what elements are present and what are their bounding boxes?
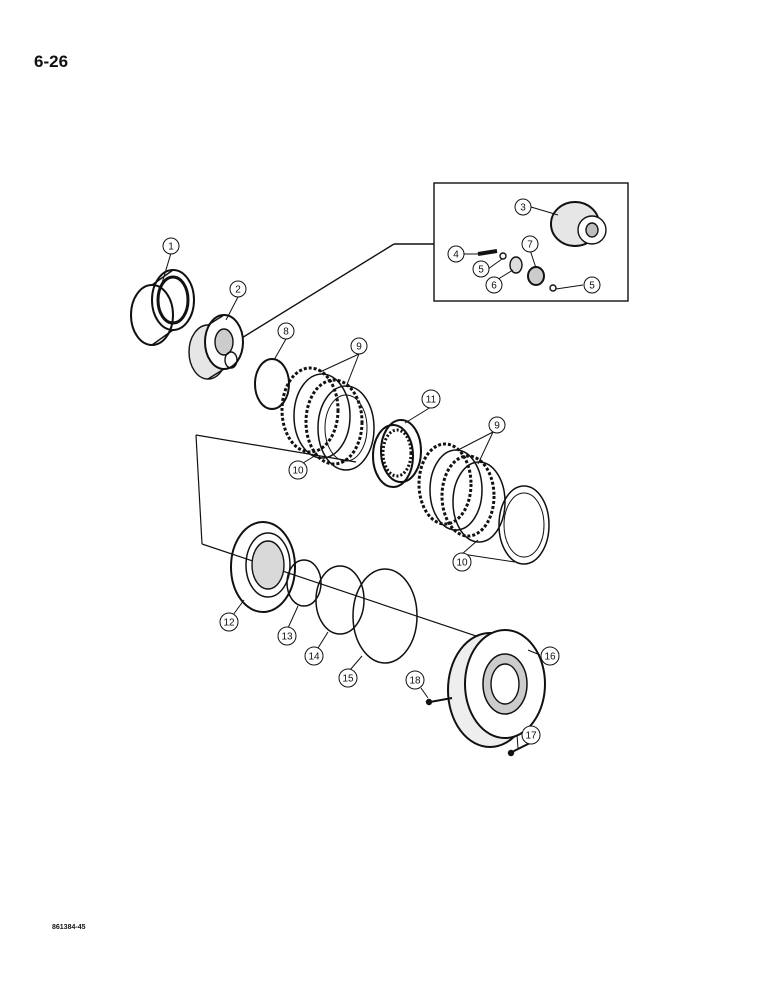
page-number: 6-26	[34, 52, 69, 71]
part-snap-ring	[254, 358, 290, 410]
callout-5-left: 5	[472, 260, 490, 278]
callout-10-rear: 10	[452, 552, 472, 572]
detail-inset-box	[433, 182, 629, 302]
callout-label: 2	[235, 285, 241, 296]
callout-15: 15	[338, 668, 358, 688]
part-seal-medium	[315, 565, 365, 635]
clutch-pack-rear	[417, 442, 550, 565]
callout-2: 2	[229, 280, 247, 298]
part-piston-plate	[230, 521, 296, 613]
callout-17: 17	[521, 725, 541, 745]
part-washer	[499, 252, 507, 260]
part-seal-large	[352, 568, 418, 664]
callout-10-front: 10	[288, 460, 308, 480]
part-carrier-detail	[550, 201, 607, 247]
callout-label: 9	[356, 342, 362, 353]
callout-label: 6	[491, 281, 497, 292]
callout-leaders	[159, 206, 584, 749]
callout-label: 14	[308, 652, 320, 663]
part-screw-18	[429, 697, 453, 703]
callout-label: 10	[456, 558, 468, 569]
callout-7: 7	[521, 235, 539, 253]
part-clutch-hub	[372, 419, 422, 488]
part-ring-gear	[130, 269, 195, 346]
callout-label: 8	[283, 327, 289, 338]
callout-11: 11	[421, 389, 441, 409]
callout-6: 6	[485, 276, 503, 294]
callout-label: 4	[453, 250, 459, 261]
callout-label: 17	[525, 731, 537, 742]
callout-8: 8	[277, 322, 295, 340]
callout-14: 14	[304, 646, 324, 666]
callout-label: 16	[544, 652, 556, 663]
assembly-outline	[195, 434, 357, 463]
callout-bubbles: 1 2 3 4 5 5 6 7 8 9 9 10 10 11 12 13 14 …	[162, 198, 601, 745]
clutch-pack-front	[280, 366, 375, 471]
drawing-reference-code: 861384-45	[52, 924, 86, 931]
callout-label: 11	[426, 395, 437, 406]
callout-5-right: 5	[583, 276, 601, 294]
part-bearing	[509, 256, 523, 274]
callout-label: 12	[223, 618, 235, 629]
callout-13: 13	[277, 626, 297, 646]
callout-9-front: 9	[350, 337, 368, 355]
callout-12: 12	[219, 612, 239, 632]
part-planet-gear	[527, 266, 545, 286]
part-pin	[477, 249, 498, 256]
callout-4: 4	[447, 245, 465, 263]
callout-label: 5	[589, 281, 595, 292]
callout-label: 7	[527, 240, 533, 251]
callout-18: 18	[405, 670, 425, 690]
part-piston-housing	[447, 629, 546, 748]
part-seal-small	[286, 559, 322, 607]
callout-label: 3	[520, 203, 526, 214]
callout-label: 13	[281, 632, 293, 643]
part-planet-carrier	[188, 314, 244, 380]
callout-3: 3	[514, 198, 532, 216]
callout-9-rear: 9	[488, 416, 506, 434]
part-washer	[549, 284, 557, 292]
callout-label: 5	[478, 265, 484, 276]
callout-label: 18	[409, 676, 421, 687]
callout-16: 16	[540, 646, 560, 666]
callout-label: 9	[494, 421, 500, 432]
assembly-outline	[201, 543, 489, 641]
assembly-outline	[195, 434, 203, 545]
leader-line	[231, 243, 395, 345]
callout-label: 10	[292, 466, 304, 477]
callout-label: 1	[168, 242, 174, 253]
callout-label: 15	[342, 674, 354, 685]
callout-1: 1	[162, 237, 180, 255]
